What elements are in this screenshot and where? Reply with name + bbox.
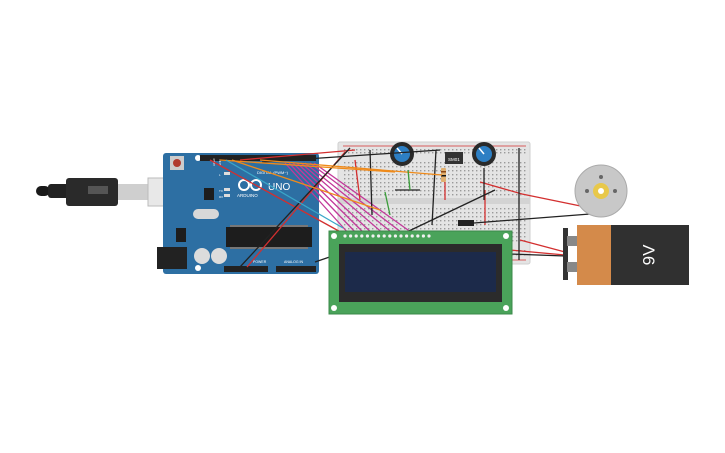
- reset-button[interactable]: [173, 159, 181, 167]
- sensor-label: SM01: [448, 157, 460, 162]
- label-l: L: [219, 173, 221, 177]
- potentiometer-icon[interactable]: [472, 142, 496, 166]
- sensor-module[interactable]: SM01: [445, 152, 463, 164]
- label-gnd: GND: [218, 159, 222, 167]
- lcd-module[interactable]: [328, 230, 513, 315]
- potentiometer-icon[interactable]: [390, 142, 414, 166]
- battery-icon[interactable]: 9V: [563, 225, 689, 285]
- dc-motor-icon[interactable]: [574, 164, 628, 218]
- label-tx: TX: [219, 189, 223, 193]
- arduino-logo-icon: [238, 179, 262, 191]
- power-header-label: POWER: [253, 260, 267, 264]
- label-rx: RX: [219, 195, 223, 199]
- lcd-screen: [345, 252, 496, 292]
- board-brand: ARDUINO: [237, 193, 258, 198]
- resistor[interactable]: [441, 168, 446, 182]
- diode[interactable]: [458, 220, 474, 226]
- battery-label: 9V: [639, 244, 658, 265]
- analog-header-label: ANALOG IN: [284, 260, 304, 264]
- arduino-uno-board[interactable]: UNO ARDUINO DIGITAL (PWM~) POWER ANALOG …: [157, 153, 319, 274]
- lcd-pin-header: [343, 234, 431, 238]
- board-model: UNO: [268, 182, 290, 193]
- digital-header-label: DIGITAL (PWM~): [257, 170, 289, 175]
